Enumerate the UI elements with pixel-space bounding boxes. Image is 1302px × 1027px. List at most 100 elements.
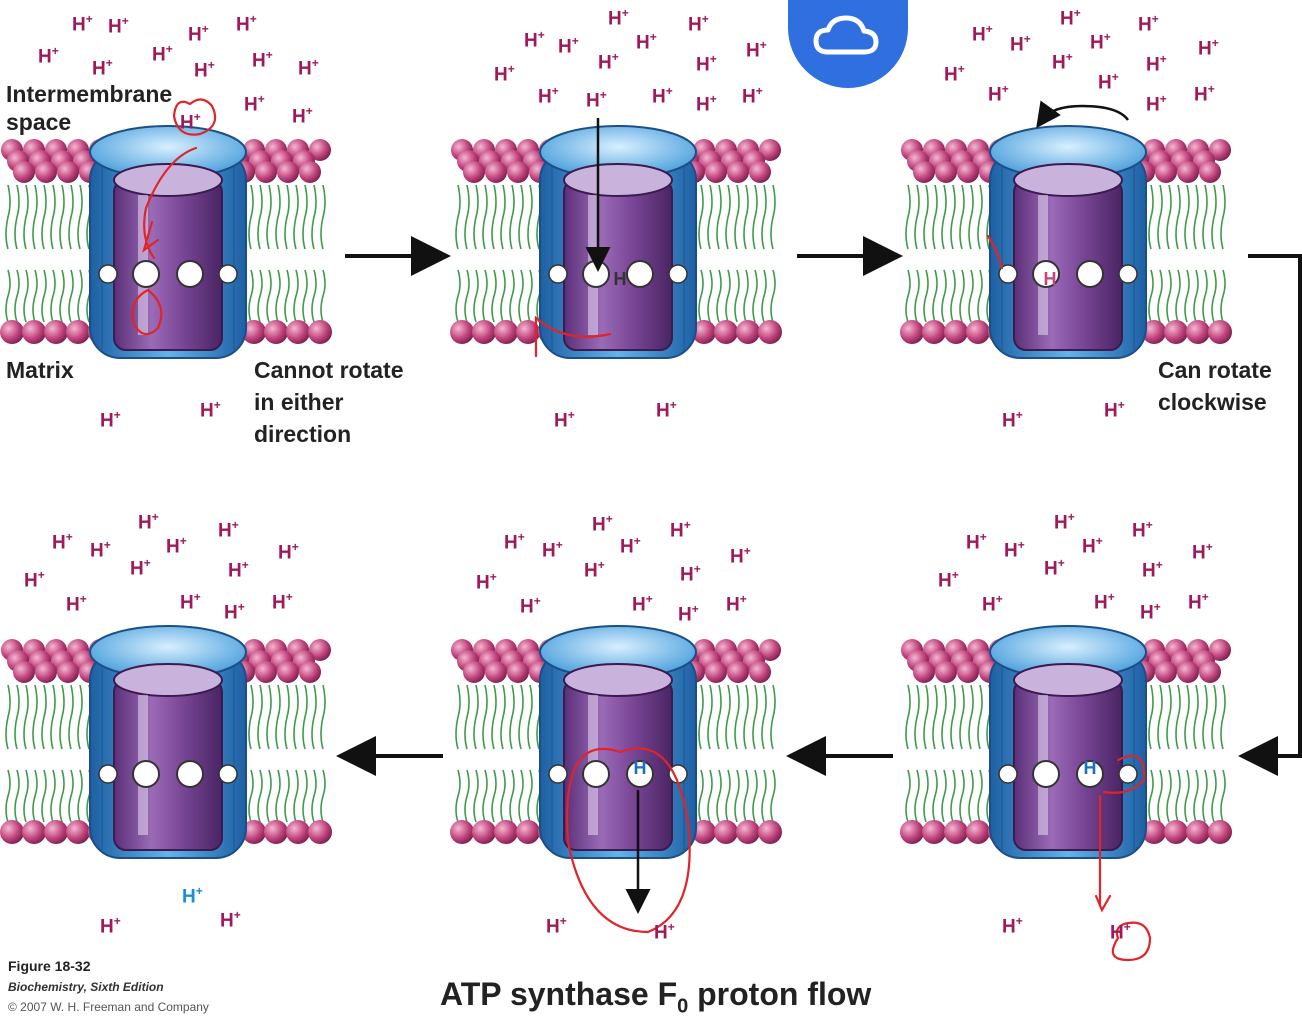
lipid-tail bbox=[266, 269, 272, 323]
proton-label: H+ bbox=[1044, 556, 1065, 580]
proton-label: H+ bbox=[584, 558, 605, 582]
proton-label: H+ bbox=[520, 594, 541, 618]
proton-label: H+ bbox=[670, 518, 691, 542]
proton-symbol: H bbox=[972, 24, 986, 46]
lipid-tail bbox=[968, 684, 974, 750]
lipid-tail bbox=[770, 184, 776, 250]
proton-label: H+ bbox=[678, 602, 699, 626]
proton-charge: + bbox=[979, 530, 987, 544]
lipid-tail bbox=[248, 269, 254, 323]
lipid-tail bbox=[473, 684, 479, 750]
lipid-head bbox=[1208, 320, 1232, 344]
atp-synthase-panel-2 bbox=[450, 125, 782, 359]
proton-label: H+ bbox=[166, 534, 187, 558]
cannot-rotate-label-2: in either bbox=[254, 389, 344, 415]
rotor bbox=[1013, 163, 1123, 351]
proton-symbol: H bbox=[38, 46, 52, 68]
proton-charge: + bbox=[489, 570, 497, 584]
proton-label: H+ bbox=[38, 44, 59, 68]
proton-label: H+ bbox=[554, 408, 575, 432]
proton-symbol: H bbox=[24, 570, 38, 592]
cloud-button[interactable] bbox=[788, 0, 908, 88]
lipid-tail bbox=[5, 184, 11, 250]
proton-label: H+ bbox=[1090, 30, 1111, 54]
cannot-rotate-label-1: Cannot rotate bbox=[254, 357, 404, 383]
proton-label: H+ bbox=[1146, 52, 1167, 76]
subunit-h-label: H bbox=[614, 269, 627, 289]
lipid-tail bbox=[1211, 769, 1217, 823]
proton-charge: + bbox=[1095, 534, 1103, 548]
proton-charge: + bbox=[79, 592, 87, 606]
lipid-tail bbox=[50, 184, 56, 250]
lipid-tail bbox=[50, 684, 56, 750]
lipid-tail bbox=[311, 684, 317, 750]
proton-symbol: H bbox=[966, 532, 980, 554]
lipid-head bbox=[1155, 161, 1177, 183]
proton-charge: + bbox=[265, 48, 273, 62]
lipid-tail bbox=[5, 769, 11, 823]
lipid-tail bbox=[770, 684, 776, 750]
lipid-head bbox=[299, 661, 321, 683]
proton-sites bbox=[998, 760, 1138, 788]
proton-symbol: H bbox=[1104, 400, 1118, 422]
proton-charge: + bbox=[951, 568, 959, 582]
lipid-tail bbox=[275, 769, 281, 823]
lipid-tail bbox=[941, 269, 947, 323]
proton-symbol: H bbox=[236, 14, 250, 36]
proton-label: H+ bbox=[696, 52, 717, 76]
proton-symbol: H bbox=[1146, 54, 1160, 76]
lipid-tail bbox=[320, 269, 326, 323]
proton-symbol: H bbox=[1146, 94, 1160, 116]
lipid-tail bbox=[1148, 684, 1154, 750]
proton-symbol: H bbox=[652, 86, 666, 108]
lipid-head bbox=[1177, 161, 1199, 183]
proton-label: H+ bbox=[546, 914, 567, 938]
lipid-tail bbox=[725, 769, 731, 823]
proton-charge: + bbox=[51, 44, 59, 58]
lipid-tail bbox=[266, 684, 272, 750]
proton-symbol: H bbox=[1060, 8, 1074, 30]
lipid-tail bbox=[500, 184, 506, 250]
lipid-tail bbox=[50, 769, 56, 823]
proton-charge: + bbox=[621, 6, 629, 20]
lipid-head bbox=[957, 161, 979, 183]
proton-symbol: H bbox=[130, 558, 144, 580]
lipid-tail bbox=[284, 769, 290, 823]
lipid-head bbox=[485, 161, 507, 183]
lipid-tail bbox=[1184, 769, 1190, 823]
proton-symbol: H bbox=[746, 40, 760, 62]
proton-charge: + bbox=[257, 92, 265, 106]
proton-label: H+ bbox=[1188, 590, 1209, 614]
lipid-tail bbox=[302, 184, 308, 250]
cloud-icon bbox=[813, 15, 879, 55]
lipid-head bbox=[277, 661, 299, 683]
proton-charge: + bbox=[1067, 510, 1075, 524]
proton-label: H+ bbox=[272, 590, 293, 614]
proton-label: H+ bbox=[1002, 914, 1023, 938]
lipid-head bbox=[494, 820, 518, 844]
proton-charge: + bbox=[113, 914, 121, 928]
proton-label: H+ bbox=[66, 592, 87, 616]
lipid-tail bbox=[698, 684, 704, 750]
proton-charge: + bbox=[957, 62, 965, 76]
proton-symbol: H bbox=[252, 50, 266, 72]
lipid-tail bbox=[77, 269, 83, 323]
lipid-tail bbox=[725, 684, 731, 750]
proton-symbol: H bbox=[92, 58, 106, 80]
released-proton-label: H+ bbox=[182, 884, 203, 908]
lipid-tail bbox=[32, 269, 38, 323]
proton-charge: + bbox=[1023, 32, 1031, 46]
lipid-tail bbox=[743, 684, 749, 750]
lipid-tail bbox=[455, 269, 461, 323]
proton-label: H+ bbox=[1094, 590, 1115, 614]
proton-charge: + bbox=[113, 408, 121, 422]
lipid-tail bbox=[923, 769, 929, 823]
caption-prefix: ATP synthase F bbox=[440, 976, 678, 1012]
proton-charge: + bbox=[121, 14, 129, 28]
lipid-tail bbox=[5, 684, 11, 750]
subunit-site bbox=[176, 760, 204, 788]
proton-symbol: H bbox=[944, 64, 958, 86]
proton-charge: + bbox=[179, 534, 187, 548]
lipid-head bbox=[1186, 820, 1210, 844]
proton-charge: + bbox=[1151, 12, 1159, 26]
